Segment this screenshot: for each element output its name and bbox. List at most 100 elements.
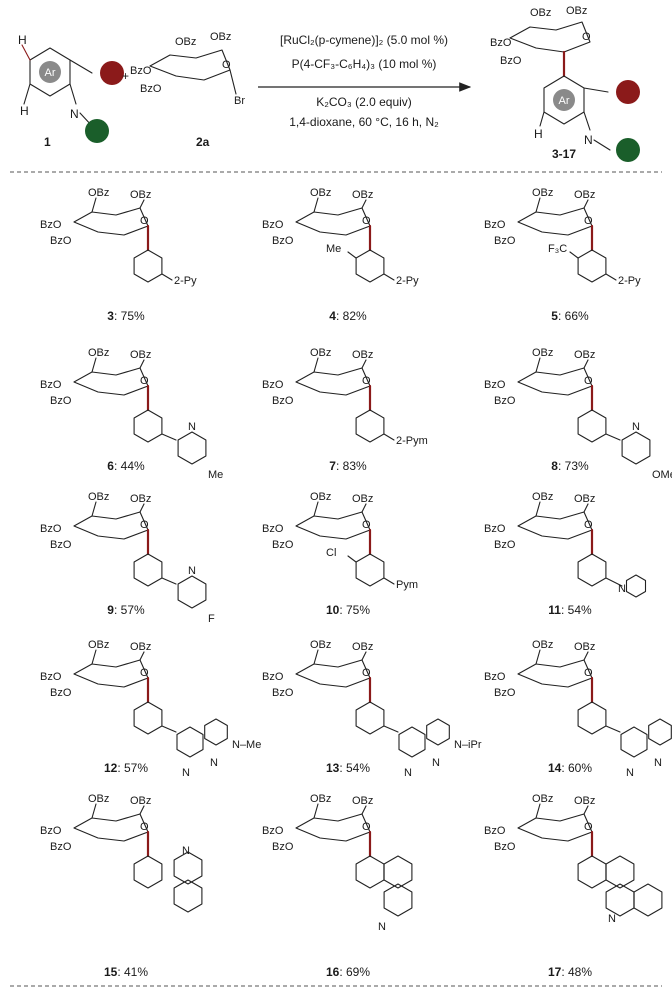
obz-label: OBz (532, 187, 553, 199)
bzo-label: BzO (40, 825, 62, 837)
obz-label: OBz (310, 639, 331, 651)
product-general: OBz OBz O BzO BzO Ar H N 3-17 (490, 5, 640, 162)
ligand-label: P(4-CF₃-C₆H₄)₃ (10 mol %) (292, 57, 437, 71)
product-label: 3: 75% (107, 309, 145, 323)
bzo-label: BzO (50, 235, 72, 247)
product-yield-value: 44% (121, 459, 145, 473)
bzo-label: BzO (50, 539, 72, 551)
ring-o-label: O (140, 215, 149, 227)
ring-o-label: O (362, 519, 371, 531)
product-label: 9: 57% (107, 603, 145, 617)
bzo-label: BzO (500, 55, 522, 67)
bzo-label: BzO (484, 523, 506, 535)
obz-label: OBz (574, 641, 595, 653)
bzo-label: BzO (484, 379, 506, 391)
sm2-label: 2a (196, 135, 210, 149)
imine-n-label: N (70, 107, 79, 121)
substituent-label: 2-Py (174, 275, 197, 287)
obz-label: OBz (130, 641, 151, 653)
product-label: 5: 66% (551, 309, 589, 323)
product-label: 14: 60% (548, 761, 592, 775)
product-yield: : (558, 309, 565, 323)
ring-n-label: N (210, 757, 218, 769)
ortho-substituent-label: Me (326, 243, 341, 255)
obz-label: OBz (88, 793, 109, 805)
ring-n-label: N (188, 421, 196, 433)
conditions-label: 1,4-dioxane, 60 °C, 16 h, N₂ (289, 115, 439, 129)
substituent-label: 2-Pym (396, 435, 428, 447)
obz-label: OBz (566, 5, 587, 17)
obz-label: OBz (88, 347, 109, 359)
reaction-arrow: [RuCl₂(p-cymene)]₂ (5.0 mol %) P(4-CF₃-C… (258, 33, 472, 129)
bzo-label: BzO (262, 671, 284, 683)
product-label: 16: 69% (326, 965, 370, 979)
obz-label: OBz (175, 36, 196, 48)
bzo-label: BzO (494, 687, 516, 699)
product-yield: : (339, 761, 346, 775)
bzo-label: BzO (272, 841, 294, 853)
product-yield: : (561, 603, 568, 617)
obz-label: OBz (352, 189, 373, 201)
substituent-red-ball (616, 80, 640, 104)
product-yield-value: 60% (568, 761, 592, 775)
product-yield: : (336, 459, 343, 473)
ortho-substituent-label: F₃C (548, 243, 567, 255)
obz-label: OBz (130, 795, 151, 807)
substituent-label: OMe (652, 469, 672, 481)
aryl-ring-marker (553, 89, 575, 111)
obz-label: OBz (130, 493, 151, 505)
product-yield-value: 73% (565, 459, 589, 473)
product-label: 6: 44% (107, 459, 145, 473)
substituent-label: N–iPr (454, 739, 482, 751)
catalyst-label: [RuCl₂(p-cymene)]₂ (5.0 mol %) (280, 33, 448, 47)
ring-o-label: O (362, 375, 371, 387)
substituent-label: 2-Py (618, 275, 641, 287)
ring-o-label: O (140, 519, 149, 531)
bzo-label: BzO (262, 379, 284, 391)
base-label: K₂CO₃ (2.0 equiv) (316, 95, 412, 109)
product-yield: : (114, 459, 121, 473)
product-label: 4: 82% (329, 309, 367, 323)
obz-label: OBz (530, 7, 551, 19)
product-label: 13: 54% (326, 761, 370, 775)
product-range-label: 3-17 (552, 147, 576, 161)
product-yield: : (114, 309, 121, 323)
bzo-label: BzO (494, 539, 516, 551)
product-yield-value: 69% (346, 965, 370, 979)
product-yield: : (336, 309, 343, 323)
obz-label: OBz (88, 491, 109, 503)
product-yield-value: 48% (568, 965, 592, 979)
product-number: 9 (107, 603, 114, 617)
substituent-red-ball (100, 61, 124, 85)
obz-label: OBz (310, 491, 331, 503)
bromide-label: Br (234, 95, 245, 107)
ring-n-label: N (182, 767, 190, 779)
bzo-label: BzO (272, 235, 294, 247)
product-number: 13 (326, 761, 340, 775)
substituent-green-ball (616, 138, 640, 162)
product-yield-value: 54% (568, 603, 592, 617)
product-yield-value: 41% (124, 965, 148, 979)
ring-n-label: N (654, 757, 662, 769)
h-label-top: H (18, 33, 27, 47)
obz-label: OBz (310, 793, 331, 805)
bzo-label: BzO (40, 219, 62, 231)
ring-n-label: N (632, 421, 640, 433)
aryl-ring-label: Ar (559, 95, 570, 107)
ring-o-label: O (584, 821, 593, 833)
obz-label: OBz (532, 793, 553, 805)
product-yield-value: 82% (343, 309, 367, 323)
obz-label: OBz (352, 795, 373, 807)
product-label: 12: 57% (104, 761, 148, 775)
sm1-label: 1 (44, 135, 51, 149)
obz-label: OBz (574, 493, 595, 505)
substituent-label: F (208, 613, 215, 625)
obz-label: OBz (352, 641, 373, 653)
product-label: 17: 48% (548, 965, 592, 979)
